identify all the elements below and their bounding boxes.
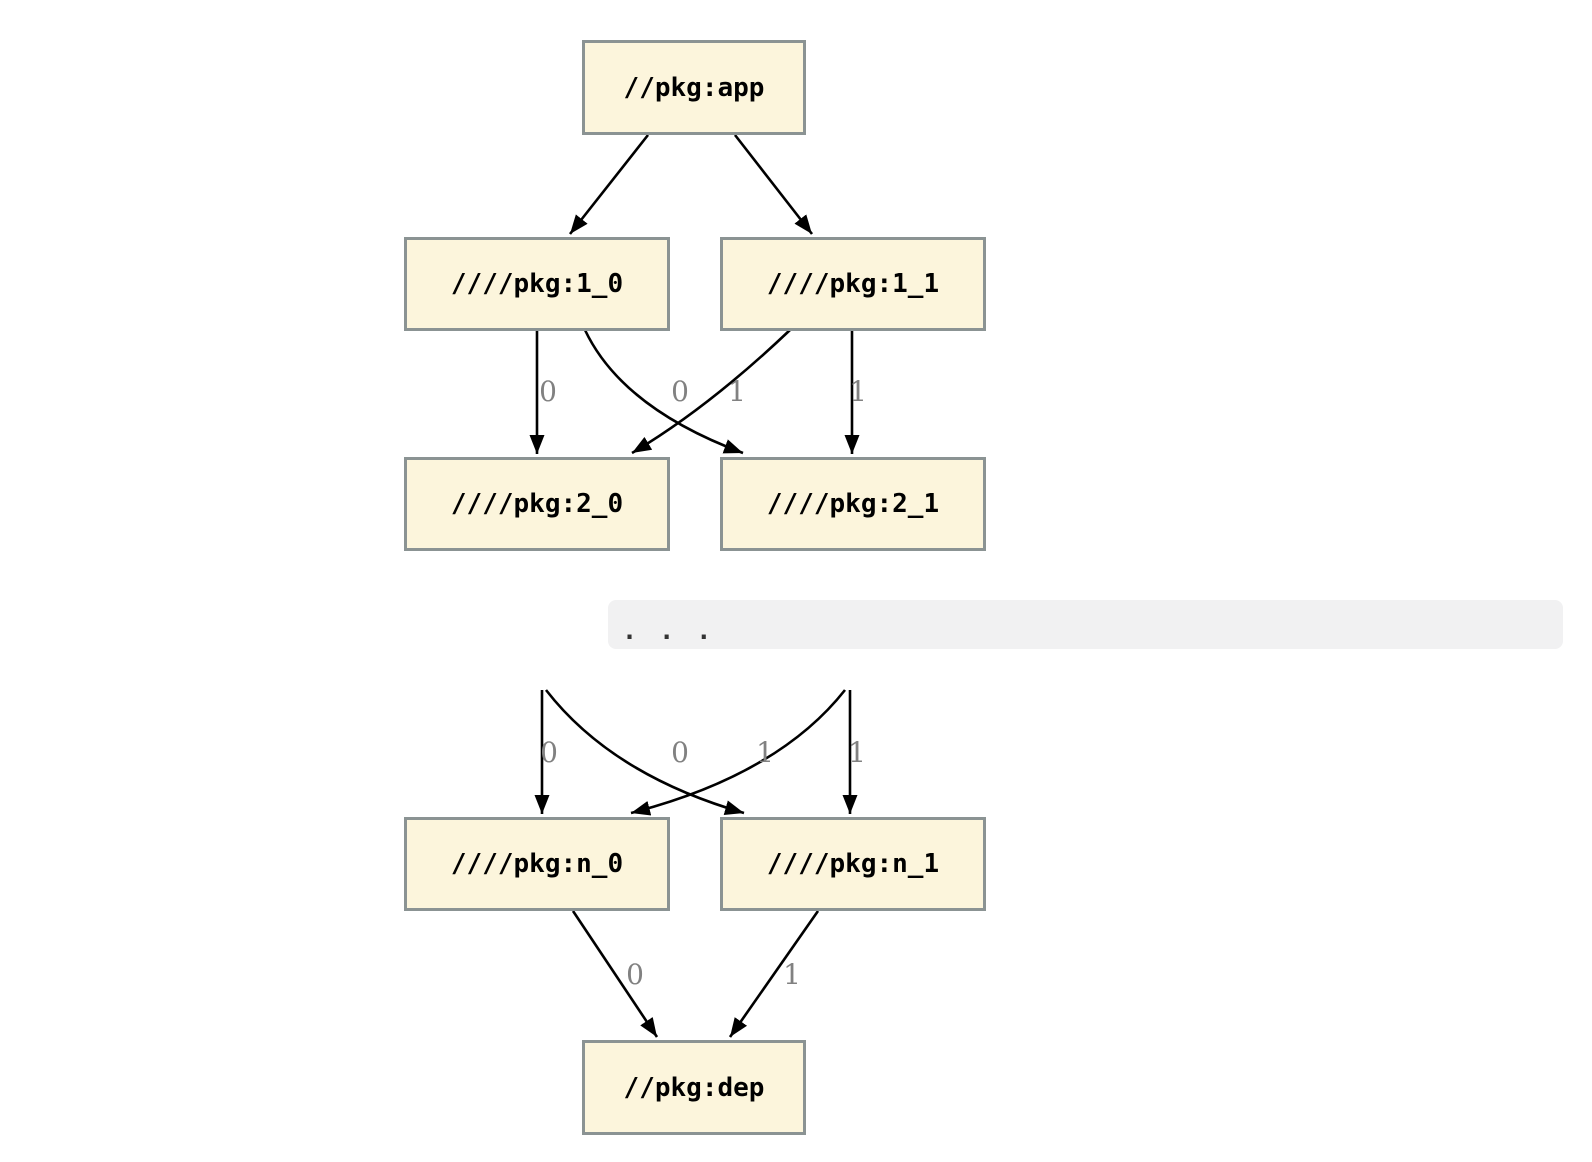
node-pkg-dep: //pkg:dep [582,1040,806,1135]
edge-label-1_1-2_1: 1 [849,375,867,408]
ellipsis-dots: . . . [622,616,712,645]
node-pkg-1_0: ////pkg:1_0 [404,237,670,331]
node-pkg-n_0: ////pkg:n_0 [404,817,670,911]
edge-n_0-to-dep [571,910,659,1038]
edge-1_1-to-2_0 [631,329,791,455]
edge-app-to-1_1 [733,134,814,235]
edge-app-to-1_0 [568,134,650,235]
edge-label-1_1-2_0: 0 [671,375,689,408]
edge-label-1_0-2_1: 1 [728,375,746,408]
node-pkg-2_0: ////pkg:2_0 [404,457,670,551]
node-pkg-2_1: ////pkg:2_1 [720,457,986,551]
edge-label-ellipsis-n_1-cross: 1 [756,736,774,769]
node-pkg-app: //pkg:app [582,40,806,135]
edge-ellipsis-to-n_1-cross [544,689,745,815]
ellipsis-code-block: . . . [608,600,1563,649]
edge-1_0-to-2_1 [583,329,744,455]
edge-label-n_0-dep: 0 [626,958,644,991]
edge-label-ellipsis-n_1-straight: 1 [848,736,866,769]
edge-label-ellipsis-n_0-cross: 0 [671,736,689,769]
edge-label-1_0-2_0: 0 [539,375,557,408]
edge-label-ellipsis-n_0-straight: 0 [540,736,558,769]
edge-ellipsis-to-n_0-cross [630,689,847,816]
edge-label-n_1-dep: 1 [783,958,801,991]
node-pkg-n_1: ////pkg:n_1 [720,817,986,911]
edge-n_1-to-dep [728,910,820,1038]
node-pkg-1_1: ////pkg:1_1 [720,237,986,331]
